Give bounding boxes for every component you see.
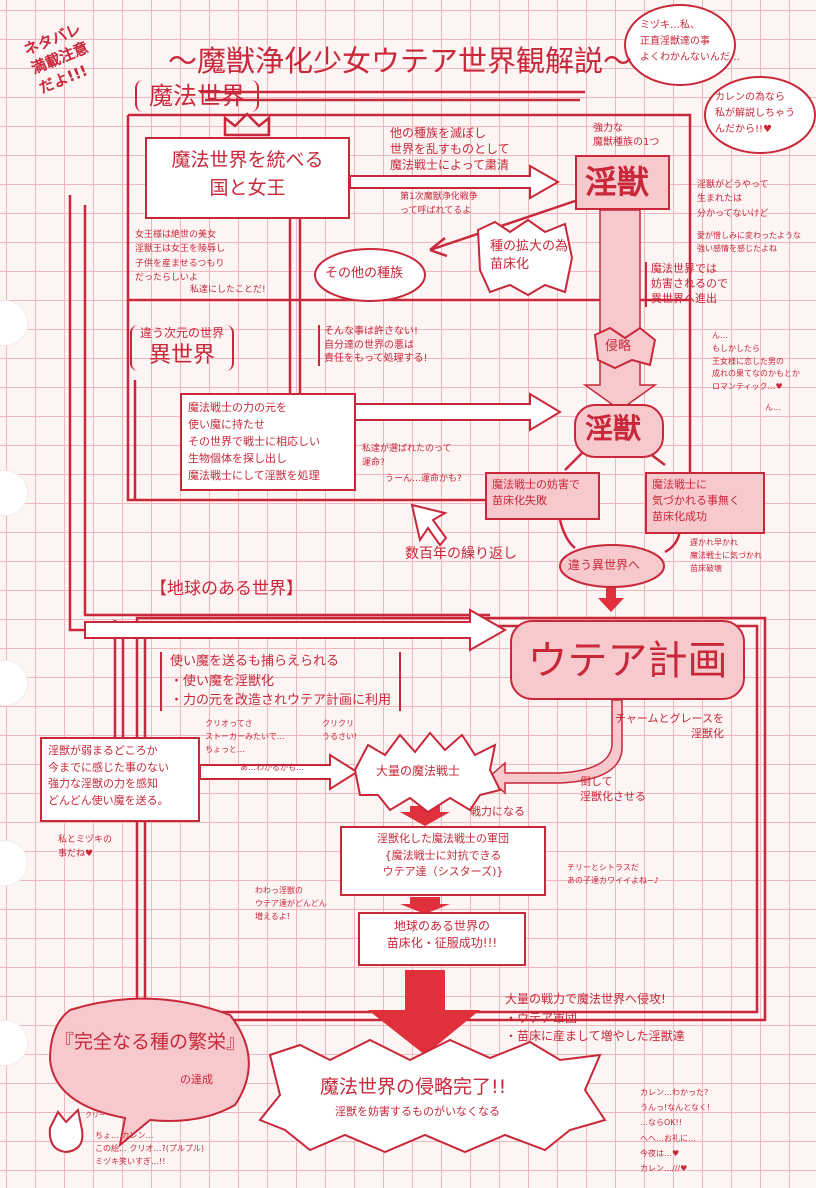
- other-world-sublabel: 違う次元の世界: [140, 326, 225, 340]
- next-world-text: 違う異世界へ: [568, 558, 641, 572]
- other-races-ellipse: [314, 248, 426, 302]
- earth-arrow: [84, 608, 508, 652]
- fail-box: 魔法戦士の妨害で 苗床化失敗: [485, 472, 600, 520]
- prosperity-bubble: [48, 997, 250, 1148]
- nursery-burst: [476, 218, 574, 297]
- war-note: 第1次魔獣浄化戦争 って呼ばれてるよ: [400, 192, 478, 217]
- strong-label: 強力な 魔獣種族の1つ: [593, 123, 660, 148]
- origin-note-2: 愛が憎しみに変わったような 強い感情を感じたよね: [697, 231, 801, 253]
- success-box: 魔法戦士に 気づかれる事無く 苗床化成功: [645, 472, 765, 534]
- prosperity-text: 『完全なる種の繁栄』: [55, 1031, 246, 1053]
- fate-note: 私達が選ばれたのって 運命?: [362, 444, 452, 469]
- utea-plan-box: ウテア計画: [510, 620, 745, 700]
- force-text: 戦力になる: [470, 805, 525, 818]
- chat-right: カレン…わかった? うんっ!なんとなく! …ならOK!! へへ…お礼に… 今夜は…: [640, 1088, 711, 1173]
- mizuki-bubble: [624, 4, 736, 86]
- other-world-title: 異世界: [149, 343, 216, 369]
- repeat-text: 数百年の繰り返し: [405, 546, 517, 562]
- beast-fail-arrow: [564, 449, 586, 471]
- magic-world-label: 魔法世界: [135, 80, 259, 113]
- clio-note: クリオってさ ストーカーみたいで… ちょっと…: [205, 719, 285, 754]
- romance-note-2: ん…: [765, 403, 781, 412]
- us-note: 私とミヅキの 事だね♥: [58, 835, 113, 860]
- karen-speech: カレンの為なら 私が解説しちゃう んだから!!♥: [715, 92, 795, 135]
- purge-arrow: [349, 164, 561, 200]
- karen-bubble: [704, 76, 816, 154]
- magic-world-left: [126, 115, 600, 502]
- queen-note: 女王様は絶世の美女 淫獣王は女王を陵辱し 子供を産ませるつもり だったらしいよ: [135, 230, 226, 284]
- fate-note-2: うーん…運命かも?: [385, 474, 462, 484]
- earth-label: 【地球のある世界】: [150, 579, 303, 599]
- advance-text: 魔法世界では 妨害されるので 異世界へ進出: [645, 262, 728, 307]
- mass-burst: [353, 731, 502, 814]
- other-world-label: 違う次元の世界異世界: [130, 325, 235, 371]
- left-to-sense: [113, 620, 125, 738]
- defeat-text: 倒して 淫獣化させる: [580, 775, 646, 803]
- conquest-box: 地球のある世界の 苗床化・征服成功!!!: [358, 912, 526, 966]
- army-box: 淫獣化した魔法戦士の軍団 {魔法戦士に対抗できる ウテア達（シスターズ)}: [340, 826, 546, 896]
- charm-text: チャームとグレースを 淫獣化: [615, 712, 725, 740]
- power-arrow: [354, 392, 562, 432]
- charm-curve-arrow: [486, 699, 623, 795]
- sense-box: 淫獣が弱まるどころか 今までに感じた事のない 強力な淫獣の力を感知 どんどん使い…: [40, 737, 200, 822]
- magic-world-frame: [128, 113, 692, 505]
- resolve-text: そんな事は許さない! 自分達の世界の悪は 責任をもって処理する!: [318, 325, 428, 366]
- beast-box: 淫獣: [575, 155, 670, 210]
- clio-note-2: あ…わかるかも…: [240, 763, 304, 772]
- attack-text: 大量の戦力で魔法世界へ侵攻! ・ウテア軍団 ・苗床に産まして増やした淫獣達: [505, 992, 685, 1044]
- queen-box: 魔法世界を統べる 国と女王: [145, 137, 350, 219]
- complete-burst: [258, 1038, 607, 1154]
- increase-note: わわっ淫獣の ウテア達がどんどん 増えるよ!: [255, 886, 327, 921]
- crown-icon: [223, 112, 271, 137]
- kuri-note: クリクリ うるさい!: [322, 719, 358, 741]
- big-down-arrow: [368, 970, 480, 1055]
- invasion-label: 侵略: [605, 339, 632, 354]
- sense-arrow: [199, 753, 359, 791]
- cat-sound: クリ~: [85, 1111, 105, 1119]
- to-other-races-arrow: [429, 198, 579, 258]
- power-box: 魔法戦士の力の元を 使い魔に持たせ その世界で戦士に相応しい 生物個体を探し出し…: [180, 393, 356, 491]
- origin-note: 淫獣がどうやって 生まれたは 分かってないけど: [697, 180, 769, 219]
- mass-magic-warriors: 大量の魔法戦士: [376, 764, 461, 778]
- page-title: ～魔獣浄化少女ウテア世界観解説～: [168, 44, 633, 78]
- chat-left: ちょ… カレン… この絵… クリオ…?(プルプル) ミヅキ笑いすぎ…!!: [95, 1131, 205, 1166]
- mizuki-speech: ミヅキ…私、 正直淫獣達の事 よくわかんないんだ…: [640, 20, 740, 63]
- conquest-arrow: [400, 897, 450, 914]
- other-races: その他の種族: [325, 266, 404, 281]
- achieve-text: の達成: [180, 1073, 213, 1086]
- invasion-burst: [593, 326, 657, 370]
- beast2-label: 淫獣: [585, 412, 642, 445]
- purge-text: 他の種族を滅ぼし 世界を乱すものとして 魔法戦士によって粛清: [390, 126, 510, 173]
- queen-note-2: 私達にしたことだ!: [190, 285, 266, 295]
- next-world-arrow: [598, 585, 624, 612]
- beast2-blob: [574, 404, 664, 458]
- complete-subtext: 淫獣を妨害するものがいなくなる: [335, 1105, 500, 1118]
- chilly-note: チリーとシトラスだ あの子達カワイイよね~♪: [567, 863, 659, 885]
- familiar-text: 使い魔を送るも捕らえられる ・使い魔を淫獣化 ・力の元を改造されウテア計画に利用: [160, 652, 402, 711]
- cat-doodle: [48, 1107, 84, 1154]
- next-world-ellipse: [559, 544, 665, 588]
- romance-note: ん… もしかしたら 王女様に恋した男の 成れの果てなのかもとか ロマンティック……: [712, 331, 800, 392]
- fail-next-arrow: [558, 519, 576, 549]
- nursery-text: 種の拡大の為 苗床化: [490, 239, 569, 272]
- title-underline: [200, 90, 585, 102]
- invasion-column-arrow: [582, 209, 658, 411]
- complete-text: 魔法世界の侵略完了!!: [320, 1076, 507, 1098]
- queen-to-otherworld: [288, 219, 302, 395]
- army-arrow: [400, 806, 450, 826]
- later-note: 遅かれ早かれ 魔法戦士に気づかれ 苗床破壊: [690, 538, 762, 573]
- repeat-arrow: [410, 503, 448, 547]
